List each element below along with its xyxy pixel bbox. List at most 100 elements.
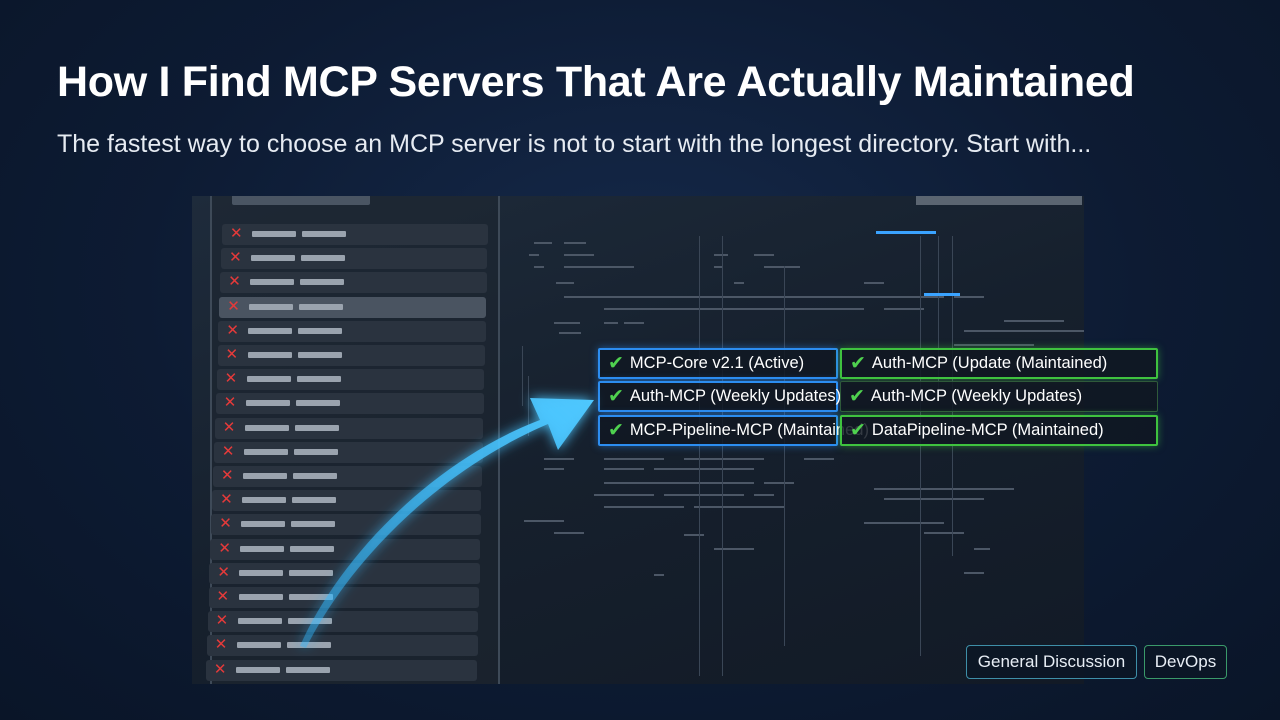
code-line bbox=[954, 296, 984, 298]
code-line bbox=[754, 494, 774, 496]
card-label: Auth-MCP (Update (Maintained) bbox=[871, 354, 1108, 372]
maintained-server-card[interactable]: ✔Auth-MCP (Update (Maintained) bbox=[840, 348, 1158, 379]
card-label: Auth-MCP (Weekly Updates) bbox=[870, 387, 1083, 405]
x-icon: ✕ bbox=[229, 249, 242, 267]
x-icon: ✕ bbox=[223, 394, 237, 412]
row-text-placeholder bbox=[243, 473, 287, 479]
server-list-row[interactable]: ✕ bbox=[217, 345, 485, 366]
code-line bbox=[764, 482, 794, 484]
code-line bbox=[714, 548, 754, 550]
row-text-placeholder bbox=[236, 642, 281, 649]
code-line bbox=[664, 494, 744, 496]
check-icon: ✔ bbox=[608, 420, 624, 441]
server-list-row[interactable]: ✕ bbox=[219, 296, 487, 318]
code-divider bbox=[784, 266, 785, 646]
server-list-row[interactable]: ✕ bbox=[216, 369, 485, 391]
row-text-placeholder bbox=[241, 521, 286, 528]
server-list-row[interactable]: ✕ bbox=[221, 248, 488, 270]
server-list-row[interactable]: ✕ bbox=[208, 587, 479, 608]
server-list-row[interactable]: ✕ bbox=[214, 417, 484, 439]
code-line bbox=[754, 254, 774, 256]
x-icon: ✕ bbox=[221, 467, 234, 484]
code-divider bbox=[522, 346, 523, 406]
x-icon: ✕ bbox=[215, 612, 229, 630]
code-line bbox=[714, 254, 728, 256]
row-text-placeholder bbox=[296, 376, 341, 383]
row-text-placeholder bbox=[245, 400, 290, 407]
row-text-placeholder bbox=[289, 569, 334, 576]
tag-general-discussion[interactable]: General Discussion bbox=[966, 645, 1137, 679]
row-text-placeholder bbox=[287, 618, 332, 625]
server-list-row[interactable]: ✕ bbox=[212, 490, 482, 512]
code-line bbox=[604, 296, 944, 298]
server-list-row[interactable]: ✕ bbox=[207, 611, 479, 633]
code-line bbox=[884, 498, 984, 500]
code-divider bbox=[528, 376, 529, 436]
code-divider bbox=[920, 236, 921, 656]
server-list-row[interactable]: ✕ bbox=[210, 538, 481, 560]
x-icon: ✕ bbox=[228, 273, 241, 291]
code-line bbox=[654, 468, 754, 470]
server-list-row[interactable]: ✕ bbox=[222, 224, 488, 245]
check-icon: ✔ bbox=[608, 353, 624, 374]
code-line bbox=[1004, 320, 1064, 322]
server-list-row[interactable]: ✕ bbox=[215, 393, 484, 415]
code-line bbox=[954, 344, 1034, 346]
x-icon: ✕ bbox=[226, 321, 239, 339]
code-line bbox=[564, 266, 614, 268]
server-list-row[interactable]: ✕ bbox=[211, 514, 481, 536]
server-list-row[interactable]: ✕ bbox=[206, 635, 478, 657]
row-text-placeholder bbox=[298, 327, 343, 334]
code-divider bbox=[938, 236, 939, 396]
maintained-server-card[interactable]: ✔ MCP-Core v2.1 (Active) bbox=[598, 348, 838, 379]
headline: How I Find MCP Servers That Are Actually… bbox=[57, 58, 1135, 106]
code-line bbox=[684, 534, 704, 536]
code-line bbox=[624, 322, 644, 324]
card-label: MCP-Core v2.1 (Active) bbox=[629, 354, 805, 372]
server-list-row[interactable]: ✕ bbox=[213, 466, 482, 487]
maintained-server-card[interactable]: ✔MCP-Pipeline-MCP (Maintained) bbox=[598, 415, 869, 446]
server-list-row[interactable]: ✕ bbox=[205, 659, 478, 681]
x-icon: ✕ bbox=[220, 491, 233, 509]
code-line bbox=[714, 266, 722, 268]
code-line bbox=[694, 506, 784, 508]
row-text-placeholder bbox=[292, 497, 337, 504]
row-text-placeholder bbox=[243, 448, 288, 455]
server-list-row[interactable]: ✕ bbox=[220, 272, 487, 294]
server-list-row[interactable]: ✕ bbox=[213, 441, 483, 463]
tag-label: General Discussion bbox=[977, 652, 1126, 671]
maintained-server-card[interactable]: ✔ Auth-MCP (Weekly Updates) bbox=[840, 381, 1158, 412]
row-text-placeholder bbox=[250, 279, 295, 286]
code-line bbox=[529, 254, 539, 256]
code-line bbox=[614, 266, 634, 268]
row-text-placeholder bbox=[246, 376, 291, 383]
row-text-placeholder bbox=[252, 231, 296, 237]
row-text-placeholder bbox=[286, 642, 331, 649]
row-text-placeholder bbox=[294, 424, 339, 431]
x-icon: ✕ bbox=[230, 225, 243, 242]
row-text-placeholder bbox=[293, 473, 337, 479]
row-text-placeholder bbox=[301, 255, 346, 262]
server-list-row[interactable]: ✕ bbox=[209, 562, 480, 584]
tag-devops[interactable]: DevOps bbox=[1144, 645, 1227, 679]
row-text-placeholder bbox=[247, 352, 292, 358]
row-text-placeholder bbox=[288, 594, 333, 600]
maintained-server-card[interactable]: ✔Auth-MCP (Weekly Updates) bbox=[598, 381, 842, 412]
card-label: DataPipeline-MCP (Maintained) bbox=[871, 421, 1104, 439]
sidebar-scroll-bar bbox=[232, 196, 370, 205]
card-label: Auth-MCP (Weekly Updates) bbox=[629, 387, 842, 405]
code-line bbox=[764, 266, 800, 268]
code-line bbox=[564, 254, 594, 256]
row-text-placeholder bbox=[239, 569, 284, 576]
code-line bbox=[964, 330, 1084, 332]
server-list-row[interactable]: ✕ bbox=[218, 320, 486, 342]
tag-label: DevOps bbox=[1154, 652, 1217, 671]
row-text-placeholder bbox=[293, 448, 338, 455]
code-line bbox=[544, 458, 574, 460]
x-icon: ✕ bbox=[225, 346, 239, 363]
check-icon: ✔ bbox=[849, 386, 865, 407]
x-icon: ✕ bbox=[224, 370, 238, 388]
check-icon: ✔ bbox=[850, 420, 866, 441]
maintained-server-card[interactable]: ✔ DataPipeline-MCP (Maintained) bbox=[840, 415, 1158, 446]
x-icon: ✕ bbox=[222, 418, 236, 436]
